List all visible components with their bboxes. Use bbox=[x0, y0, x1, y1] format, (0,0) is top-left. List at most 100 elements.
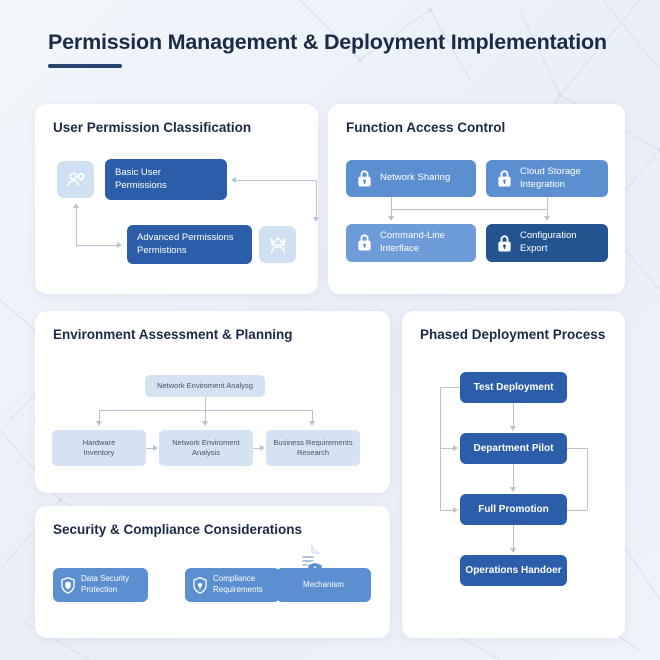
node-network-environment-analysis[interactable]: Network Enviroment Analysis bbox=[159, 430, 253, 466]
node-basic-user-permissions[interactable]: Basic User Permissions bbox=[105, 159, 227, 200]
connector-left-rail-top bbox=[440, 387, 460, 388]
connector-arrow-left-to-pilot bbox=[453, 444, 458, 451]
connector-left-rail-to-full bbox=[440, 510, 454, 511]
connector-arrow-to-cli bbox=[388, 216, 394, 221]
connector-step3-to-step4 bbox=[513, 525, 514, 549]
connector-arrow-step3 bbox=[510, 487, 516, 492]
node-label-line2: Requirements bbox=[213, 585, 263, 594]
connector-arrow-branch2 bbox=[202, 421, 208, 426]
node-label-line1: Data Security bbox=[81, 574, 130, 584]
page-title: Permission Management & Deployment Imple… bbox=[48, 30, 607, 54]
connector-arrow-branch1 bbox=[96, 421, 102, 426]
node-label-line2: Inventory bbox=[83, 448, 115, 457]
node-label-line2: Analysis bbox=[192, 448, 220, 457]
card-security-compliance: Security & Compliance Considerations Dat… bbox=[35, 506, 390, 638]
node-label-line1: Compliance bbox=[213, 574, 256, 584]
node-business-requirements-research[interactable]: Business Requirements Research bbox=[266, 430, 360, 466]
node-label-line1: Configuration Export bbox=[520, 230, 577, 254]
connector-ce-down bbox=[547, 209, 548, 217]
node-label: Full Promotion bbox=[478, 504, 549, 515]
node-data-security-protection[interactable]: Data Security Protection bbox=[53, 568, 148, 602]
connector-leaf2-to-leaf3 bbox=[253, 448, 261, 449]
connector-leaf1-to-leaf2 bbox=[146, 448, 154, 449]
card-user-permission-classification: User Permission Classification Basic Use… bbox=[35, 104, 319, 294]
page-header: Permission Management & Deployment Imple… bbox=[48, 30, 607, 68]
user-gear-icon bbox=[57, 161, 94, 198]
node-label: Network Enviroment Analysg bbox=[157, 380, 253, 390]
card-title-phased-deployment: Phased Deployment Process bbox=[420, 327, 606, 342]
card-phased-deployment: Phased Deployment Process Test Deploymen… bbox=[402, 311, 625, 638]
connector-right-rail-top bbox=[567, 448, 587, 449]
node-compliance-requirements[interactable]: Compliance Requirements bbox=[185, 568, 280, 602]
node-label-line2: Permistions bbox=[137, 244, 187, 256]
connector-arrow-to-config-export bbox=[544, 216, 550, 221]
shield-check-icon bbox=[191, 576, 209, 599]
connector-left-v bbox=[76, 207, 77, 245]
connector-branch1-v bbox=[99, 410, 100, 422]
connector-left-to-advanced-h bbox=[76, 245, 118, 246]
node-network-sharing[interactable]: Network Sharing bbox=[346, 160, 476, 197]
connector-root-down bbox=[205, 397, 206, 410]
node-label-line1: Advanced Permissions bbox=[137, 231, 234, 243]
node-label-line1: Network Sharing bbox=[380, 172, 451, 184]
connector-arrow-leaf2 bbox=[153, 444, 158, 451]
node-cloud-storage-integration[interactable]: Cloud Storage Integration bbox=[486, 160, 608, 197]
node-advanced-permissions[interactable]: Advanced Permissions Permistions bbox=[127, 225, 252, 264]
node-label-line1: Basic User bbox=[115, 166, 161, 178]
connector-arrow-to-crown bbox=[313, 217, 319, 222]
node-department-pilot[interactable]: Department Pilot bbox=[460, 433, 567, 464]
crown-icon bbox=[259, 226, 296, 263]
card-title-security-compliance: Security & Compliance Considerations bbox=[53, 522, 303, 537]
card-title-user-permission: User Permission Classification bbox=[53, 120, 252, 135]
node-hardware-inventory[interactable]: Hardware Inventory bbox=[52, 430, 146, 466]
connector-branch2-v bbox=[205, 410, 206, 422]
node-label-line2: Integration bbox=[520, 178, 565, 190]
node-label-line2: Permissions bbox=[115, 179, 167, 191]
connector-basic-to-crown-v bbox=[316, 180, 317, 218]
connector-bus-h bbox=[391, 209, 548, 210]
connector-left-rail-v bbox=[440, 387, 441, 511]
connector-arrow-left-to-full bbox=[453, 506, 458, 513]
connector-arrow-leaf3 bbox=[260, 444, 265, 451]
connector-branch3-v bbox=[312, 410, 313, 422]
node-label-line1: Network Enviroment bbox=[172, 437, 240, 447]
connector-arrow-up-to-user-icon bbox=[73, 203, 79, 208]
node-network-environment-analysis-root[interactable]: Network Enviroment Analysg bbox=[145, 375, 265, 397]
shield-icon bbox=[59, 576, 77, 599]
node-label: Operations Handoer bbox=[465, 565, 562, 576]
node-label-line2: Research bbox=[296, 448, 330, 457]
connector-arrow-step4 bbox=[510, 548, 516, 553]
node-label-line1: Business Requirements bbox=[273, 437, 353, 447]
connector-arrow-into-advanced bbox=[117, 241, 122, 248]
node-label-line2: Interflace bbox=[380, 243, 420, 254]
connector-arrow-branch3 bbox=[309, 421, 315, 426]
connector-arrow-step2 bbox=[510, 426, 516, 431]
connector-step2-to-step3 bbox=[513, 464, 514, 488]
connector-arrow-into-basic bbox=[231, 176, 236, 183]
lock-icon bbox=[496, 234, 513, 258]
card-title-environment: Environment Assessment & Planning bbox=[53, 327, 293, 342]
node-configuration-export[interactable]: Configuration Export bbox=[486, 224, 608, 262]
connector-left-rail-to-pilot bbox=[440, 448, 454, 449]
card-function-access-control: Function Access Control Network Sharing bbox=[328, 104, 625, 294]
card-environment-assessment: Environment Assessment & Planning Networ… bbox=[35, 311, 390, 493]
title-underline bbox=[48, 64, 122, 68]
node-mechanism[interactable]: Mechanism bbox=[276, 568, 371, 602]
node-label-line1: Command-Line bbox=[380, 230, 445, 242]
connector-right-rail-bottom bbox=[567, 510, 587, 511]
connector-right-rail-v bbox=[587, 448, 588, 510]
connector-cli-down bbox=[391, 209, 392, 217]
node-label-line1: Mechanism bbox=[303, 579, 344, 589]
node-test-deployment[interactable]: Test Deployment bbox=[460, 372, 567, 403]
lock-icon bbox=[356, 169, 373, 193]
node-command-line-interface[interactable]: Command-Line Interflace bbox=[346, 224, 476, 262]
node-label-line1: Hardware bbox=[82, 437, 116, 447]
connector-cs-down bbox=[547, 197, 548, 209]
connector-ns-down bbox=[391, 197, 392, 209]
node-label: Department Pilot bbox=[473, 443, 554, 454]
connector-basic-to-crown-h bbox=[233, 180, 317, 181]
node-operations-handoer[interactable]: Operations Handoer bbox=[460, 555, 567, 586]
lock-icon bbox=[496, 169, 513, 193]
node-full-promotion[interactable]: Full Promotion bbox=[460, 494, 567, 525]
